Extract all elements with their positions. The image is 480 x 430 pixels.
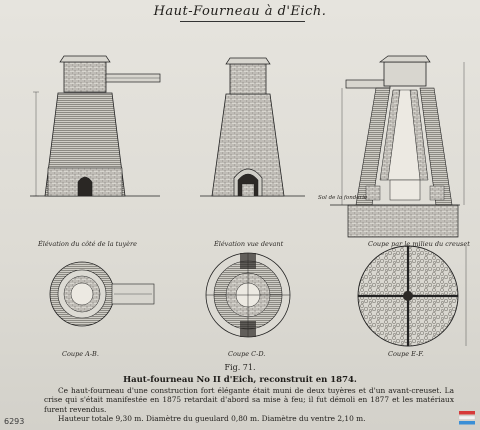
plate-title: Haut-Fourneau à d'Eich. [153,4,327,19]
caption-front-elevation: Élévation vue devant [214,240,284,248]
caption-plan-ef: Coupe E-F. [388,350,424,358]
plan-ab-drawing [49,261,155,327]
caption-plan-cd: Coupe C-D. [228,350,266,358]
plan-ef-drawing [357,245,467,347]
caption-plan-ab: Coupe A-B. [62,350,99,358]
figure-heading: Haut-fourneau No II d'Eich, reconstruit … [123,375,357,385]
title-underline [180,21,305,22]
caption-side-elevation: Élévation du côté de la tuyère [38,240,137,248]
description-text: Ce haut-fourneau d'une construction fort… [44,386,454,424]
caption-section-elevation: Coupe par le milieu du creuset [368,240,470,248]
archive-number: 6293 [4,417,25,426]
caption-ground-level: Sol de la fonderie [318,195,368,201]
section-drawing [330,55,465,238]
description-paragraph-1: Ce haut-fourneau d'une construction fort… [44,386,454,414]
archive-logo-icon [458,411,476,425]
side-elevation-drawing [30,55,161,197]
front-elevation-drawing [200,57,305,197]
figure-label: Fig. 71. [224,363,256,372]
plan-cd-drawing [205,252,291,338]
description-paragraph-2: Hauteur totale 9,30 m. Diamètre du gueul… [58,414,366,424]
